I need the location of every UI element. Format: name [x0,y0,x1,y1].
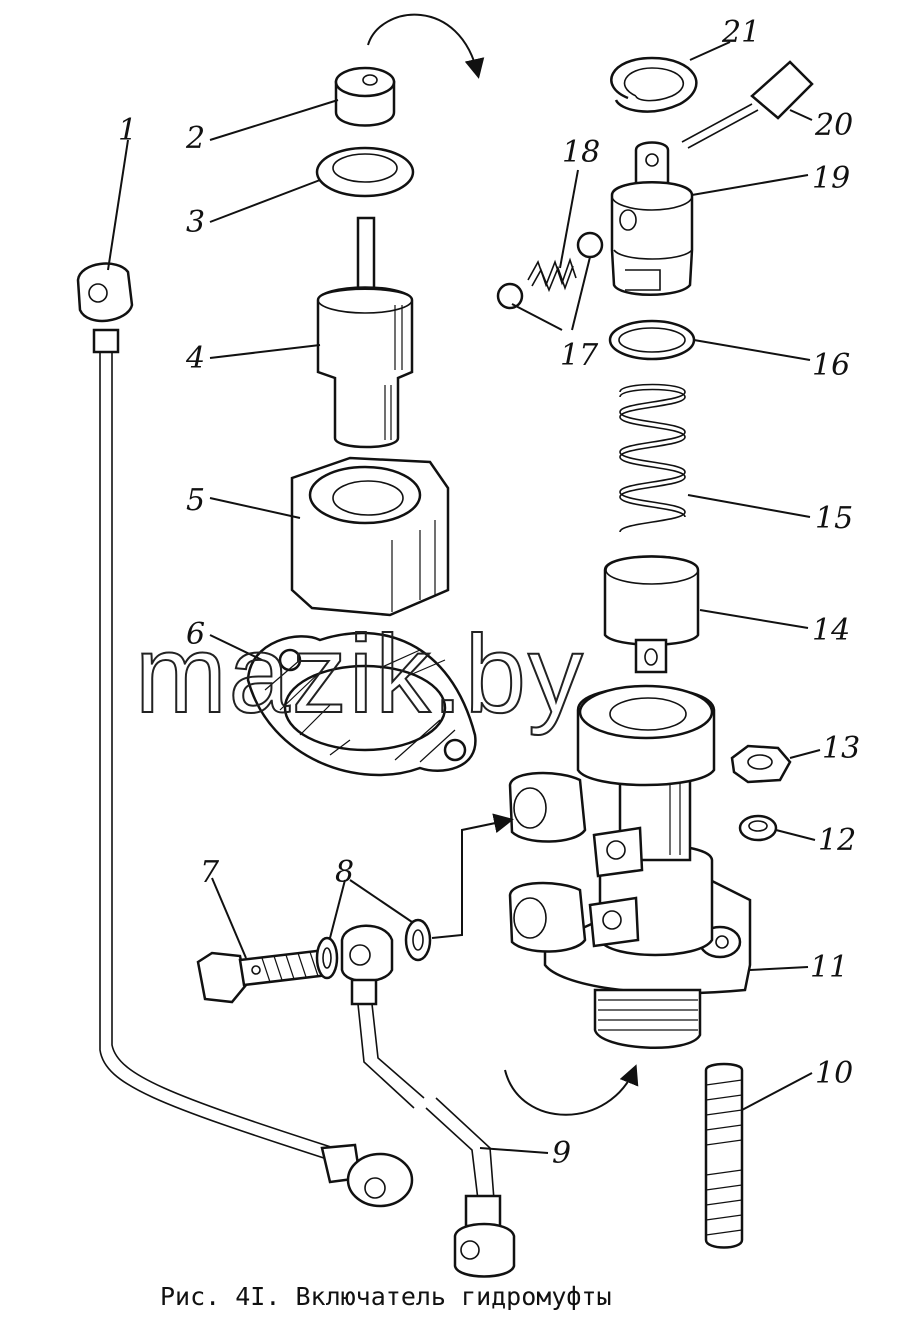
part-4-valve [316,216,414,449]
part-2-cap [334,66,396,127]
callout-12: 12 [818,823,856,858]
leader-lines [107,41,821,1154]
callout-17: 17 [560,338,599,373]
callout-16: 16 [812,348,850,383]
callout-3: 3 [186,205,205,240]
callout-18: 18 [562,135,600,170]
callout-4: 4 [185,341,205,376]
part-18-small-spring [527,257,577,293]
callout-19: 19 [812,161,850,196]
part-12-spring-washer [738,814,778,842]
part-7-bolt [196,948,330,1004]
callout-14: 14 [812,613,850,648]
callout-8: 8 [335,855,354,890]
part-11-housing [508,684,752,1049]
rotation-arrow-top [367,13,485,79]
rotation-arrow-bottom [504,1064,639,1116]
part-20-cotter-pin [681,60,814,149]
part-10-stud [704,1062,744,1249]
part-19-plunger [610,141,694,296]
part-6-gasket [246,631,477,777]
figure-caption: Рис. 4I. Включатель гидромуфты [160,1282,612,1311]
callout-11: 11 [810,950,848,985]
part-16-oring [608,319,696,361]
callout-labels: 1 2 3 4 5 6 7 8 9 10 11 12 13 14 15 16 1… [118,15,860,1171]
part-3-washer [315,146,415,198]
callout-5: 5 [186,483,205,518]
callout-15: 15 [815,501,853,536]
part-5-hex-nut [290,456,450,617]
part-8-washers [315,918,432,980]
callout-7: 7 [200,855,220,890]
callout-1: 1 [118,113,137,148]
part-1-pipe [76,262,414,1208]
callout-20: 20 [814,108,853,143]
part-14-sleeve [603,555,700,674]
callout-2: 2 [185,121,205,156]
part-17-balls [496,231,604,310]
callout-9: 9 [552,1136,571,1171]
callout-6: 6 [186,617,205,652]
part-15-spring [619,383,686,533]
callout-13: 13 [822,731,860,766]
part-21-snap-ring [610,56,698,113]
watermark: mazik.by [135,613,585,736]
part-9-bent-pipe [340,924,516,1278]
callout-21: 21 [721,15,760,50]
part-13-nut [730,744,792,784]
callout-10: 10 [815,1056,853,1091]
